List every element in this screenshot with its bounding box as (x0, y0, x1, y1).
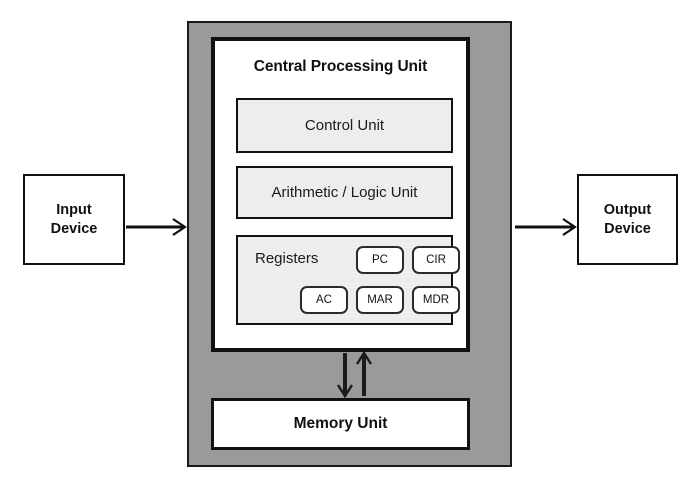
register-chip-mdr: MDR (412, 286, 460, 314)
register-chip-pc: PC (356, 246, 404, 274)
input-device-box: Input Device (23, 174, 125, 265)
memory-unit-box: Memory Unit (211, 398, 470, 450)
cpu-title: Central Processing Unit (253, 58, 428, 75)
registers-label: Registers (255, 250, 319, 267)
input-device-label-line1: Input (56, 201, 92, 218)
register-chip-cir: CIR (412, 246, 460, 274)
register-label-cir: CIR (426, 254, 446, 266)
control-unit-label: Control Unit (304, 117, 385, 134)
arithmetic-logic-unit-label: Arithmetic / Logic Unit (271, 184, 418, 201)
control-unit-box: Control Unit (236, 98, 453, 153)
register-chip-mar: MAR (356, 286, 404, 314)
arrow-right-icon-input-to-cpu (126, 218, 187, 236)
output-device-label-line1: Output (603, 201, 652, 218)
register-label-mar: MAR (367, 294, 393, 306)
register-chip-ac: AC (300, 286, 348, 314)
memory-unit-label: Memory Unit (293, 415, 388, 432)
output-device-label-line2: Device (604, 220, 651, 237)
output-device-box: Output Device (577, 174, 678, 265)
register-label-ac: AC (316, 294, 332, 306)
input-device-label-line2: Device (50, 220, 98, 237)
register-label-pc: PC (372, 254, 388, 266)
arithmetic-logic-unit-box: Arithmetic / Logic Unit (236, 166, 453, 219)
registers-panel: Registers PC CIR AC MAR MDR (236, 235, 460, 325)
arrow-right-icon-cpu-to-output (515, 218, 577, 236)
cpu-box: Central Processing Unit Control Unit Ari… (211, 37, 470, 352)
register-label-mdr: MDR (422, 294, 450, 306)
